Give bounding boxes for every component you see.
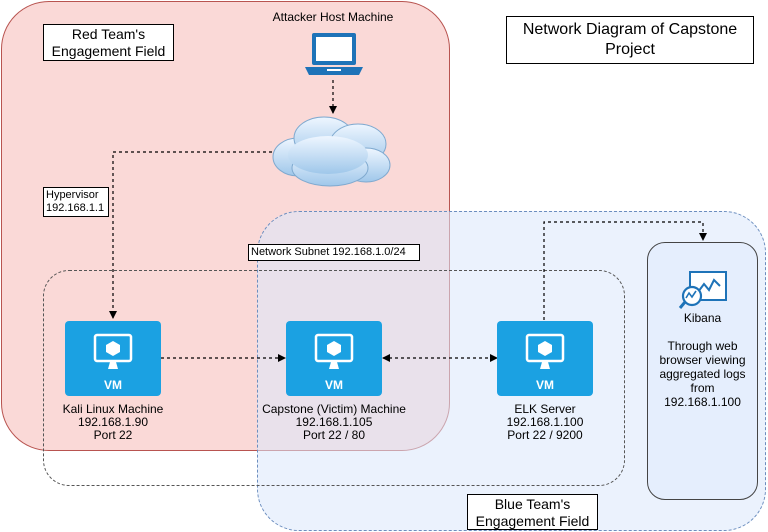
capstone-caption: Capstone (Victim) Machine 192.168.1.105 … [249, 403, 419, 442]
kali-caption: Kali Linux Machine 192.168.1.90 Port 22 [28, 403, 198, 442]
laptop-icon [305, 33, 363, 75]
hypervisor-ip: 192.168.1.1 [46, 202, 105, 214]
vm-badge: VM [325, 378, 343, 392]
elk-to-kibana-line [543, 221, 707, 320]
vm-badge: VM [536, 378, 554, 392]
attacker-label: Attacker Host Machine [272, 10, 394, 24]
subnet-label: Network Subnet 192.168.1.0/24 [248, 244, 420, 261]
diagram-title: Network Diagram of Capstone Project [506, 16, 754, 64]
monitor-icon [93, 333, 133, 369]
elk-caption: ELK Server 192.168.1.100 Port 22 / 9200 [460, 403, 630, 442]
kali-ports: Port 22 [93, 428, 133, 442]
network-subnet-boundary [43, 270, 625, 486]
capstone-vm-node: VM [286, 321, 382, 396]
capstone-ports: Port 22 / 80 [302, 428, 366, 442]
kibana-dashboard-icon [678, 271, 727, 309]
kali-vm-node: VM [65, 321, 161, 396]
vm-badge: VM [104, 378, 122, 392]
kali-name: Kali Linux Machine [62, 402, 164, 416]
capstone-ip: 192.168.1.105 [295, 415, 373, 429]
kibana-label: Kibana [683, 311, 722, 325]
capstone-name: Capstone (Victim) Machine [262, 402, 406, 416]
kali-ip: 192.168.1.90 [77, 415, 149, 429]
elk-vm-node: VM [497, 321, 593, 396]
monitor-icon [525, 333, 565, 369]
cloud-icon [272, 116, 391, 187]
monitor-icon [314, 333, 354, 369]
blue-team-label: Blue Team's Engagement Field [467, 494, 598, 530]
elk-ports: Port 22 / 9200 [507, 428, 583, 442]
elk-ip: 192.168.1.100 [506, 415, 584, 429]
red-team-label: Red Team's Engagement Field [43, 24, 174, 61]
kibana-note: Through web browser viewing aggregated l… [659, 339, 746, 409]
elk-name: ELK Server [514, 402, 576, 416]
cloud-to-kali-line [109, 151, 272, 319]
hypervisor-name: Hypervisor [46, 189, 99, 201]
hypervisor-label: Hypervisor 192.168.1.1 [43, 187, 109, 217]
